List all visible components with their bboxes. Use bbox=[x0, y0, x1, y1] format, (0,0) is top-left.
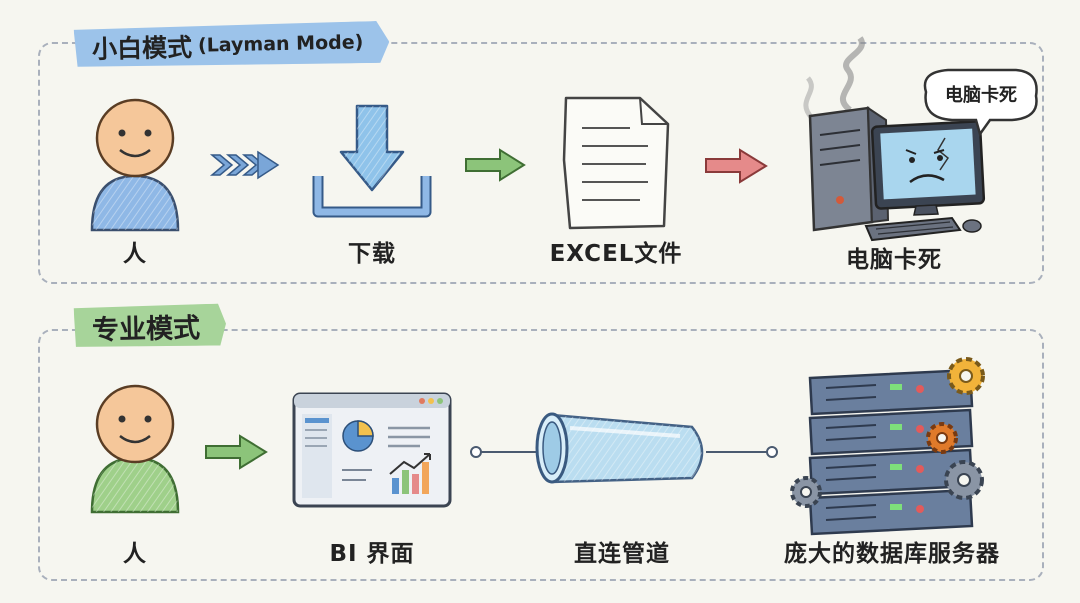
bi-dashboard-icon bbox=[292, 392, 452, 508]
bi-label: BI 界面 bbox=[329, 541, 415, 567]
pipe-icon bbox=[535, 412, 704, 484]
crash-label: 电脑卡死 bbox=[846, 247, 942, 273]
excel-label: EXCEL文件 bbox=[549, 241, 683, 267]
database-server-icon bbox=[808, 368, 974, 536]
speech-bubble bbox=[923, 68, 1038, 137]
speech-bubble-text: 电脑卡死 bbox=[945, 85, 1017, 106]
download-label: 下载 bbox=[348, 241, 396, 267]
green-arrow-icon-2 bbox=[205, 434, 268, 470]
server-label: 庞大的数据库服务器 bbox=[784, 541, 1000, 567]
person-green-icon bbox=[90, 384, 180, 514]
green-arrow-icon bbox=[465, 148, 526, 182]
person-label-top: 人 bbox=[123, 241, 147, 267]
red-arrow-icon bbox=[705, 148, 768, 184]
gear-icon bbox=[790, 357, 985, 508]
crashed-computer-icon bbox=[803, 36, 986, 242]
layman-mode-panel bbox=[38, 42, 1044, 284]
download-icon bbox=[312, 104, 432, 218]
person-label-bottom: 人 bbox=[123, 541, 147, 567]
pipe-label: 直连管道 bbox=[574, 541, 670, 567]
document-icon bbox=[562, 96, 670, 230]
pipe-connector bbox=[470, 446, 778, 458]
pro-mode-panel bbox=[38, 329, 1044, 581]
chevrons-arrow-icon bbox=[209, 150, 280, 180]
person-blue-icon bbox=[90, 98, 180, 232]
